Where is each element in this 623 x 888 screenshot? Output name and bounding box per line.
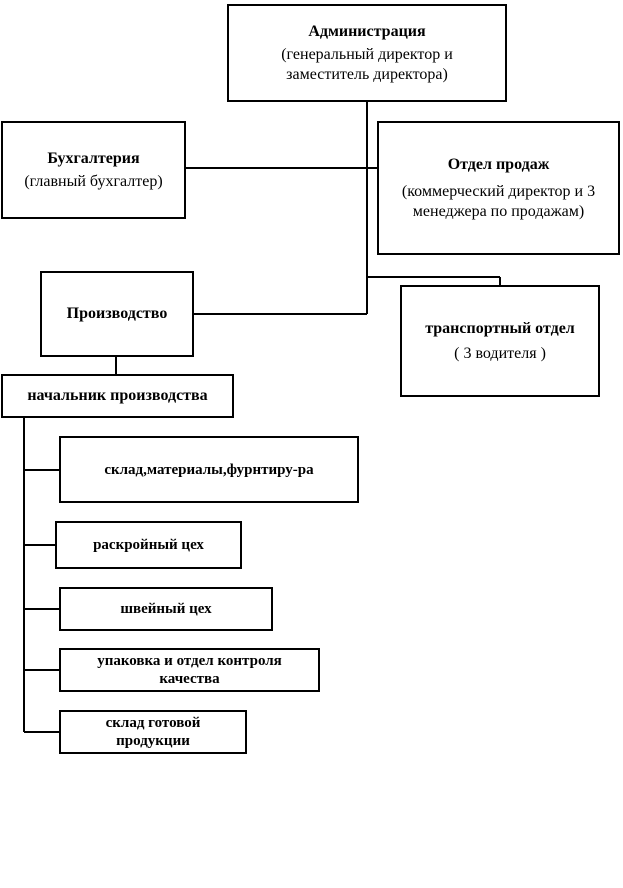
sales-box: Отдел продаж (коммерческий директор и 3 … bbox=[377, 121, 620, 255]
unit-5-line2: продукции bbox=[116, 733, 190, 749]
unit-packaging-quality: упаковка и отдел контроля качества bbox=[59, 648, 320, 692]
unit-sewing-shop: швейный цех bbox=[59, 587, 273, 631]
unit-warehouse-materials: склад,материалы,фурнтиру-ра bbox=[59, 436, 359, 503]
unit-3-line1: швейный цех bbox=[120, 601, 212, 617]
unit-1-line1: склад,материалы,фурнтиру-ра bbox=[104, 461, 314, 478]
accounting-sub: (главный бухгалтер) bbox=[24, 173, 163, 190]
production-box: Производство bbox=[40, 271, 194, 357]
head-production-title: начальник производства bbox=[27, 387, 208, 405]
unit-4-line1: упаковка и отдел контроля bbox=[97, 653, 282, 669]
accounting-box: Бухгалтерия (главный бухгалтер) bbox=[1, 121, 186, 219]
admin-line1: (генеральный директор и bbox=[281, 46, 453, 64]
sales-line1: (коммерческий директор и 3 bbox=[401, 183, 596, 201]
head-production-box: начальник производства bbox=[1, 374, 234, 418]
unit-4-line2: качества bbox=[159, 671, 220, 687]
transport-sub: ( 3 водителя ) bbox=[454, 345, 546, 362]
unit-5-line1: склад готовой bbox=[105, 715, 201, 731]
admin-title: Администрация bbox=[308, 23, 426, 41]
production-title: Производство bbox=[66, 305, 168, 323]
sales-title: Отдел продаж bbox=[447, 156, 550, 174]
unit-cutting-shop: раскройный цех bbox=[55, 521, 242, 569]
admin-box: Администрация (генеральный директор и за… bbox=[227, 4, 507, 102]
unit-finished-goods: склад готовой продукции bbox=[59, 710, 247, 754]
accounting-title: Бухгалтерия bbox=[47, 149, 140, 167]
unit-2-line1: раскройный цех bbox=[93, 537, 204, 553]
transport-box: транспортный отдел ( 3 водителя ) bbox=[400, 285, 600, 397]
transport-title: транспортный отдел bbox=[425, 319, 575, 337]
sales-line2: менеджера по продажам) bbox=[412, 202, 585, 220]
admin-line2: заместитель директора) bbox=[286, 65, 448, 83]
